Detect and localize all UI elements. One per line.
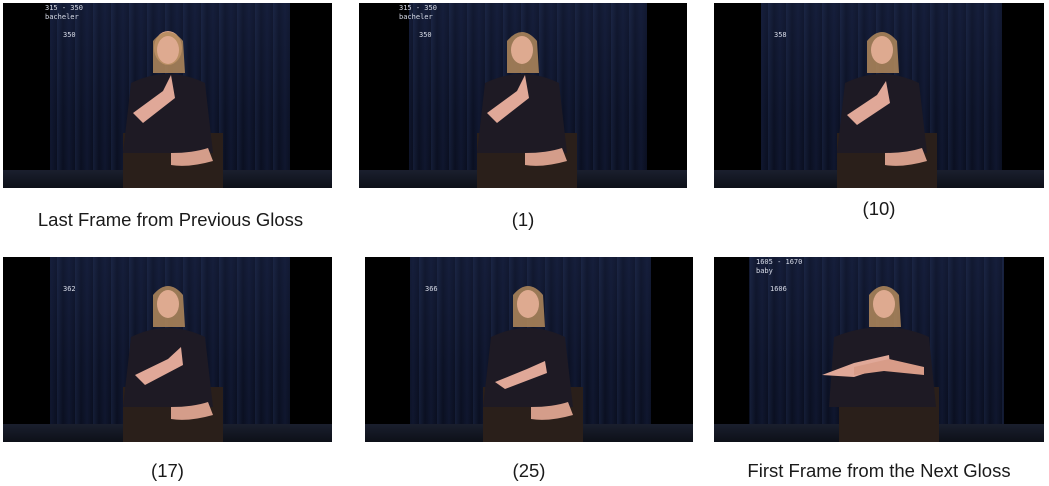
- gloss-label: bacheler: [45, 13, 79, 21]
- frame-range-label: 315 - 350: [45, 4, 83, 12]
- frame-range-label: 315 - 350: [399, 4, 437, 12]
- video-frame-1: 315 - 350 bacheler 350: [3, 3, 332, 188]
- frame-caption: (17): [151, 460, 184, 481]
- signer-figure: [837, 32, 937, 188]
- frame-number-label: 366: [425, 285, 438, 293]
- video-frame-2: 315 - 350 bacheler 350: [359, 3, 687, 188]
- video-frame-3: 358: [714, 3, 1044, 188]
- signer-figure: [822, 286, 939, 442]
- frame-number-label: 358: [774, 31, 787, 39]
- signer-figure: [477, 32, 577, 188]
- signer-figure: [123, 286, 223, 442]
- signer-figure: [123, 31, 223, 188]
- gloss-label: baby: [756, 267, 773, 275]
- signer-figure: [483, 286, 583, 442]
- gloss-label: bacheler: [399, 13, 433, 21]
- frame-number-label: 1606: [770, 285, 787, 293]
- video-frame-6: 1605 - 1670 baby 1606: [714, 257, 1044, 442]
- frame-range-label: 1605 - 1670: [756, 258, 803, 266]
- frame-caption: Last Frame from Previous Gloss: [37, 209, 304, 230]
- frame-number-label: 350: [419, 31, 432, 39]
- video-frame-4: 362: [3, 257, 332, 442]
- frame-number-label: 362: [63, 285, 76, 293]
- frame-number-label: 350: [63, 31, 76, 39]
- video-frame-5: 366: [365, 257, 693, 442]
- frame-caption: (25): [512, 460, 546, 481]
- frame-caption: (1): [511, 209, 535, 230]
- frame-caption: First Frame from the Next Gloss: [747, 460, 1011, 481]
- frame-caption: (10): [862, 198, 896, 219]
